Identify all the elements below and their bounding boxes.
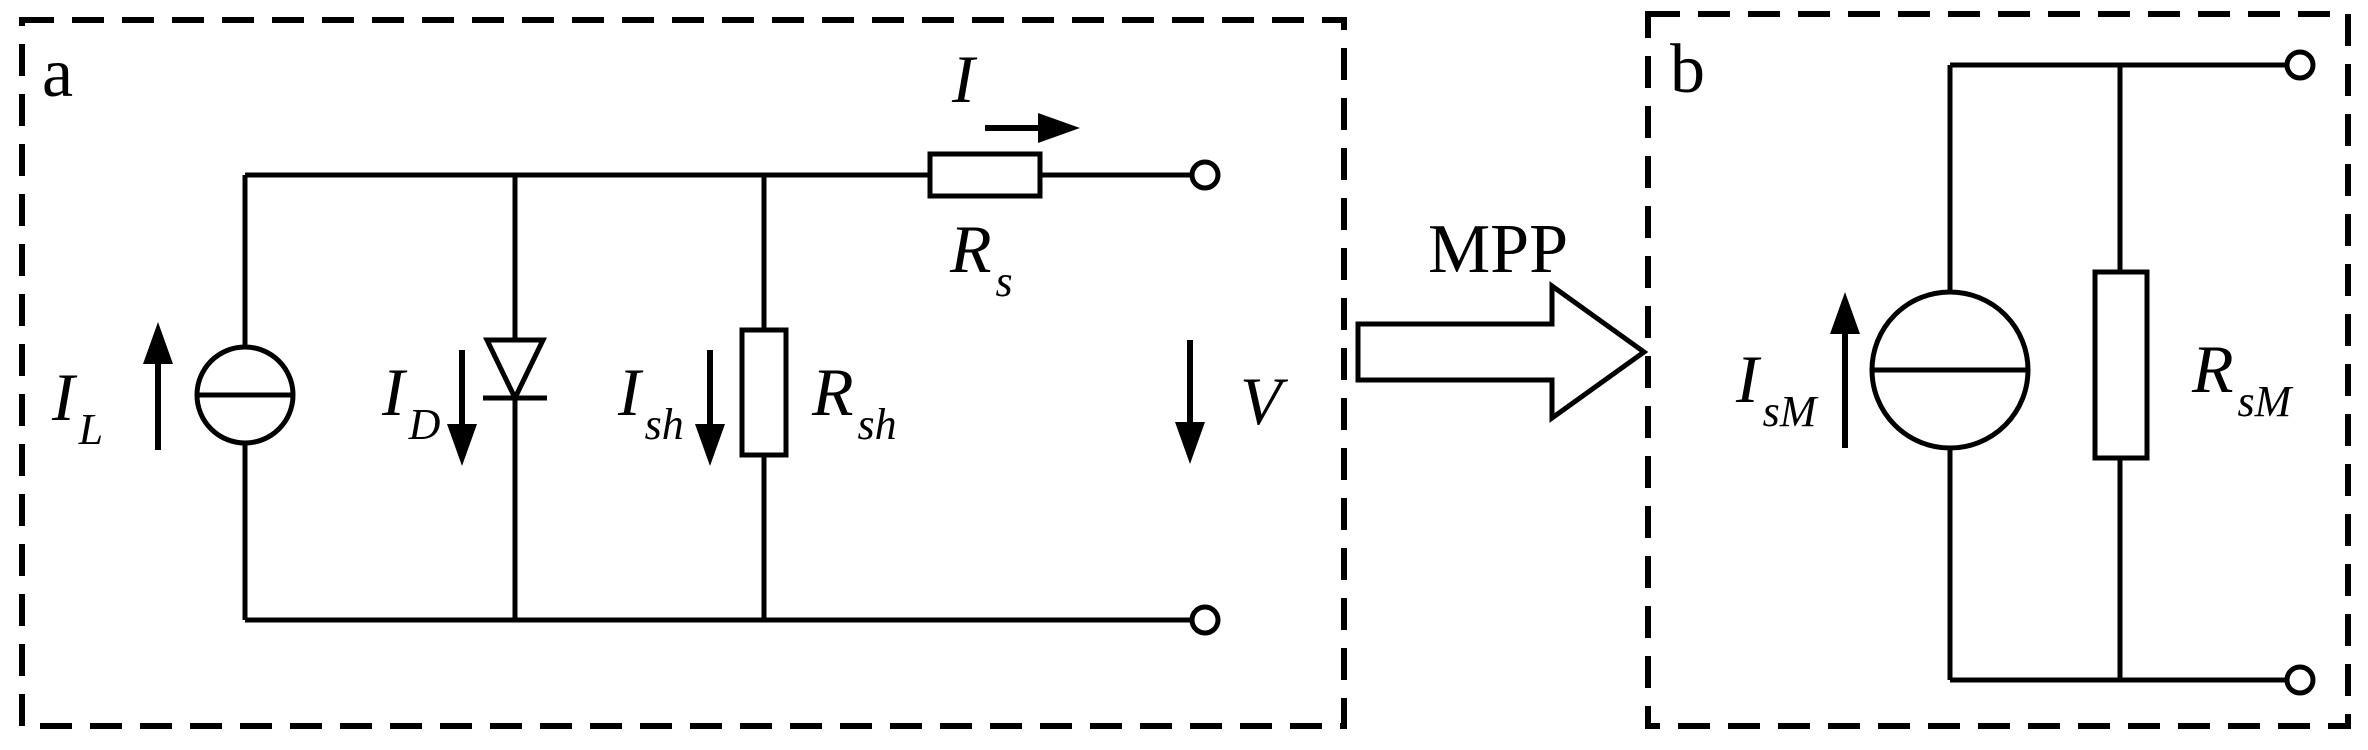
parallel-resistor-b (2092, 269, 2150, 461)
shunt-resistor-label-sub: sh (858, 400, 897, 449)
series-resistor (927, 151, 1043, 199)
output-voltage-arrow (1175, 340, 1205, 464)
shunt-resistor-label-main: R (811, 354, 854, 430)
shunt-resistor-label: Rsh (811, 354, 897, 449)
panel-a-border (19, 17, 1347, 729)
photocurrent-label: IL (51, 359, 103, 454)
series-resistor-label: Rs (949, 211, 1013, 306)
photocurrent-label-main: I (51, 359, 78, 435)
source-current-label-sub: sM (1763, 387, 1819, 436)
current-source-a (194, 344, 296, 446)
output-terminal-top-b (2284, 49, 2316, 81)
mpp-label: MPP (1428, 211, 1568, 288)
series-resistor-label-sub: s (996, 257, 1013, 306)
parallel-resistor-label-sub: sM (2238, 377, 2294, 426)
current-source-b (1869, 289, 2031, 451)
series-resistor-label-main: R (949, 211, 992, 287)
diode-current-label-main: I (381, 354, 408, 430)
diode-current-arrow (447, 350, 477, 466)
diode-current-label: ID (381, 354, 441, 449)
series-current-label: I (951, 41, 978, 117)
panel-a-label: a (42, 35, 73, 112)
photocurrent-label-sub: L (78, 405, 103, 454)
output-current-arrow (985, 113, 1080, 143)
shunt-current-label-sub: sh (645, 400, 684, 449)
source-current-arrow-b (1830, 292, 1860, 448)
panel-b-border (1645, 11, 2351, 729)
shunt-current-label-main: I (617, 354, 644, 430)
output-terminal-bottom-a (1189, 604, 1221, 636)
parallel-resistor-label-main: R (2191, 331, 2234, 407)
wires-panel-b (1947, 62, 2287, 683)
panel-b-label: b (1670, 31, 1705, 108)
wires-panel-a (242, 172, 1192, 623)
photocurrent-arrow (143, 322, 173, 450)
shunt-current-label: Ish (617, 354, 684, 449)
output-terminal-top-a (1189, 159, 1221, 191)
diode-current-label-sub: D (408, 400, 441, 449)
shunt-current-arrow (695, 350, 725, 466)
output-voltage-label: V (1240, 363, 1289, 439)
output-terminal-bottom-b (2284, 664, 2316, 696)
diode (483, 337, 547, 404)
shunt-resistor (739, 327, 789, 458)
diode-triangle (483, 337, 547, 404)
mpp-block-arrow (1355, 281, 1649, 423)
parallel-resistor-label: RsM (2191, 331, 2294, 426)
source-current-label: IsM (1735, 341, 1819, 436)
source-current-label-main: I (1735, 341, 1762, 417)
